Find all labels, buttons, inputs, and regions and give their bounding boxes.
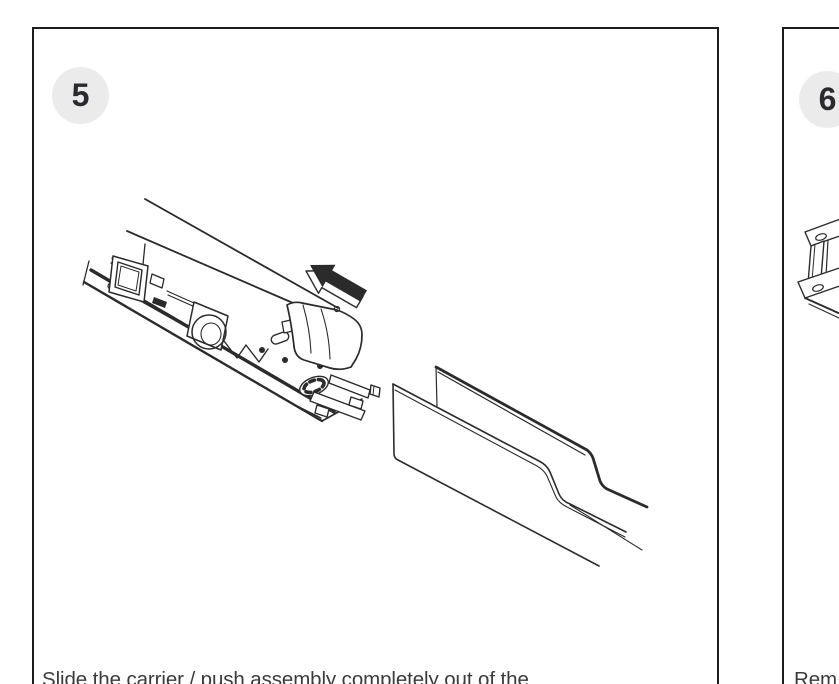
slide-direction-arrow [305,264,367,309]
step5-illustration [82,198,649,567]
caption-line: Rem [794,668,837,684]
step-number: 6 [818,81,837,117]
step-caption: Rem ping [794,605,837,684]
mount-panel [392,365,649,567]
step-number-badge: 5 [52,67,109,124]
step-card-6: 6 Rem ping [782,27,839,684]
carrier-assembly [82,198,381,423]
step-number-badge: 6 [799,71,839,128]
mount-bracket-fragment [797,218,839,319]
step6-illustration [797,218,839,319]
step-card-5: 5 Slide the carrier / push assembly comp… [32,27,719,684]
step-caption: Slide the carrier / push assembly comple… [42,605,529,684]
step-number: 5 [71,77,90,113]
caption-line: Slide the carrier / push assembly comple… [42,668,529,684]
push-cover [281,301,363,371]
